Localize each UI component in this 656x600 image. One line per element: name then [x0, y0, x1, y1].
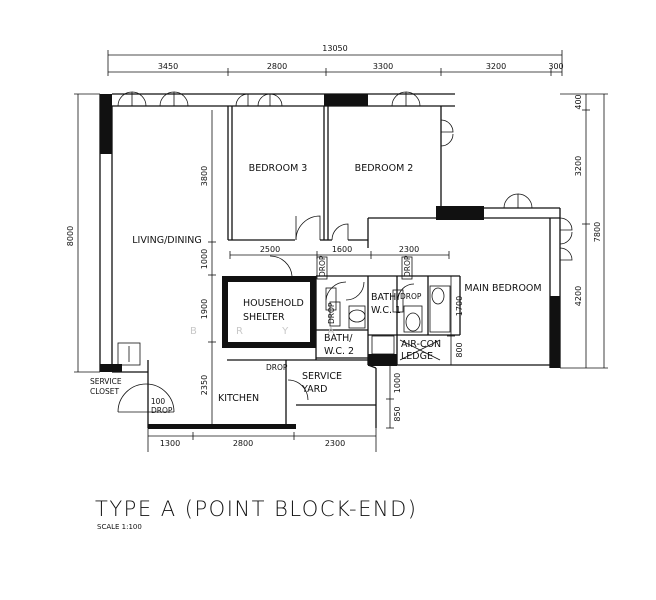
plan-scale: SCALE 1:100 [97, 523, 142, 531]
dimension-text: 13050 3450 2800 3300 3200 300 8000 3800 … [66, 44, 602, 448]
dim-main-1: 1700 [455, 296, 464, 316]
drop-label-6: DROP [151, 406, 173, 415]
label-bedroom-3: BEDROOM 3 [249, 163, 308, 174]
dim-top-3: 3300 [373, 62, 393, 71]
label-service-yard-1: SERVICE [302, 371, 342, 382]
label-bath1-2: W.C. 1 [371, 305, 401, 316]
label-shelter-2: SHELTER [243, 312, 285, 323]
drop-markers [316, 256, 413, 327]
doors [117, 215, 415, 413]
dim-right-1: 400 [574, 94, 583, 109]
dim-right-2: 3200 [574, 156, 583, 176]
dim-top-4: 3200 [486, 62, 506, 71]
windows [117, 91, 573, 261]
dim-top-total: 13050 [322, 44, 347, 53]
label-bath2-2: W.C. 2 [324, 346, 354, 357]
dim-mid-3: 2300 [399, 245, 419, 254]
plan-title: TYPE A (POINT BLOCK-END) [95, 497, 418, 521]
drop-label-1: DROP [318, 255, 327, 277]
dim-mid-2: 1600 [332, 245, 352, 254]
dim-top-1: 3450 [158, 62, 178, 71]
label-service-yard-2: YARD [301, 384, 327, 395]
dim-top-5: 300 [548, 62, 563, 71]
drop-label-5: DROP [266, 363, 288, 372]
dim-yard-2: 850 [393, 406, 402, 421]
dim-top-2: 2800 [267, 62, 287, 71]
dim-right-outer: 7800 [593, 222, 602, 242]
dim-left-total: 8000 [66, 226, 75, 246]
walls [99, 93, 561, 429]
label-living-dining: LIVING/DINING [132, 235, 202, 246]
drop-label-3: DROP [327, 302, 336, 324]
label-bath1-1: BATH/ [371, 292, 400, 303]
watermark: B R Y A [190, 326, 353, 337]
fixtures [117, 285, 451, 366]
dim-right-3: 4200 [574, 286, 583, 306]
dim-inner-left-1: 3800 [200, 166, 209, 186]
label-main-bedroom: MAIN BEDROOM [464, 283, 541, 294]
dim-bottom-1: 1300 [160, 439, 180, 448]
label-closet-1: SERVICE [90, 377, 122, 386]
dim-inner-left-3: 1900 [200, 299, 209, 319]
dim-inner-left-4: 2350 [200, 375, 209, 395]
dim-inner-left-2: 1000 [200, 249, 209, 269]
label-aircon-2: LEDGE [401, 351, 433, 362]
label-aircon-1: AIR-CON [401, 339, 441, 350]
drop-label-2: DROP [403, 255, 412, 277]
label-shelter-1: HOUSEHOLD [243, 298, 304, 309]
drop-labels: DROP DROP DROP DROP DROP DROP [151, 255, 422, 415]
label-bedroom-2: BEDROOM 2 [355, 163, 414, 174]
label-closet-2: CLOSET [90, 387, 120, 396]
dimension-lines [74, 50, 608, 452]
wall-fills [100, 94, 560, 429]
dim-closet-small: 100 [151, 397, 166, 406]
dim-main-2: 800 [455, 342, 464, 357]
dim-bottom-2: 2800 [233, 439, 253, 448]
dim-mid-1: 2500 [260, 245, 280, 254]
dim-bottom-3: 2300 [325, 439, 345, 448]
label-kitchen: KITCHEN [218, 393, 259, 404]
room-labels: LIVING/DINING BEDROOM 3 BEDROOM 2 MAIN B… [90, 163, 542, 404]
label-bath2-1: BATH/ [324, 333, 353, 344]
dim-yard-1: 1000 [393, 373, 402, 393]
drop-label-4: DROP [400, 292, 422, 301]
